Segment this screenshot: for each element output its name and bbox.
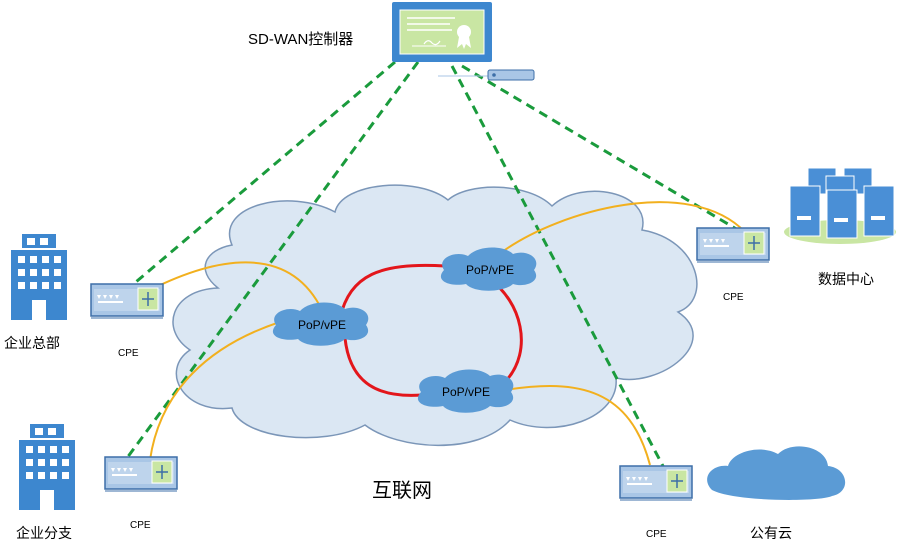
access-link-branch [149, 321, 281, 461]
datacenter-label: 数据中心 [818, 272, 874, 288]
pop-left-label: PoP/vPE [298, 318, 346, 332]
access-links [149, 201, 746, 466]
controller-label: SD-WAN控制器 [248, 31, 353, 48]
internet-cloud [172, 184, 698, 447]
branch-building-icon [19, 424, 75, 510]
datacenter-cpe-label: CPE [723, 292, 744, 303]
hq-cpe [90, 283, 164, 319]
pop-top-label: PoP/vPE [466, 263, 514, 277]
pop-bottom: PoP/vPE [417, 369, 514, 413]
backbone-link-left-bottom [343, 337, 423, 397]
cloud-label: 公有云 [750, 526, 792, 542]
cloud-cpe [619, 465, 693, 501]
branch-label: 企业分支 [16, 525, 72, 542]
control-links [125, 60, 739, 469]
datacenter-servers-icon [784, 167, 896, 244]
internet-label: 互联网 [372, 478, 432, 502]
datacenter-cpe [696, 227, 770, 263]
pop-bottom-label: PoP/vPE [442, 385, 490, 399]
controller-server-icon [487, 69, 535, 81]
control-link-cloud [450, 65, 666, 469]
access-link-cloud [504, 384, 651, 466]
pop-top: PoP/vPE [440, 247, 537, 291]
access-link-hq [149, 261, 323, 311]
control-link-hq [129, 60, 396, 289]
hq-label: 企业总部 [4, 335, 60, 352]
controller: SD-WAN控制器 [248, 2, 535, 81]
control-link-datacenter [461, 64, 739, 232]
backbone-link-left-top [338, 263, 446, 319]
cloud-cpe-label: CPE [646, 529, 667, 540]
hq-cpe-label: CPE [118, 348, 139, 359]
hq-building-icon [11, 234, 67, 320]
pop-left: PoP/vPE [272, 302, 369, 346]
branch-cpe-label: CPE [130, 520, 151, 531]
public-cloud-icon [707, 446, 846, 500]
control-link-branch [125, 61, 420, 459]
branch-cpe [104, 456, 178, 492]
access-link-datacenter [501, 201, 746, 253]
